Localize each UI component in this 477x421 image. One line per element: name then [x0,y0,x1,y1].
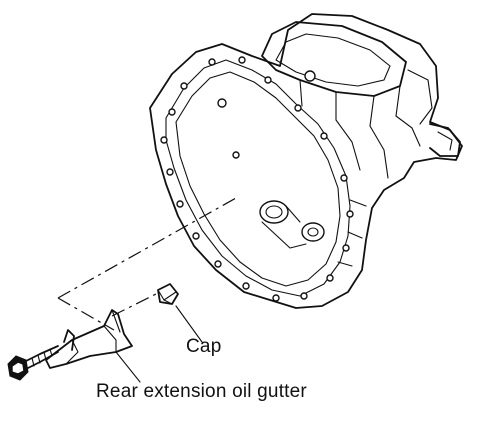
cap-part [157,283,179,305]
assembly-guide-lines [57,197,237,331]
cap-leader-line [175,305,203,343]
cap-label: Cap [186,336,222,357]
oil-gutter-part [45,309,133,369]
bolt-icon [7,345,59,381]
transmission-case [149,13,463,309]
oil-gutter-label: Rear extension oil gutter [96,381,307,402]
gutter-leader-line [115,351,141,383]
